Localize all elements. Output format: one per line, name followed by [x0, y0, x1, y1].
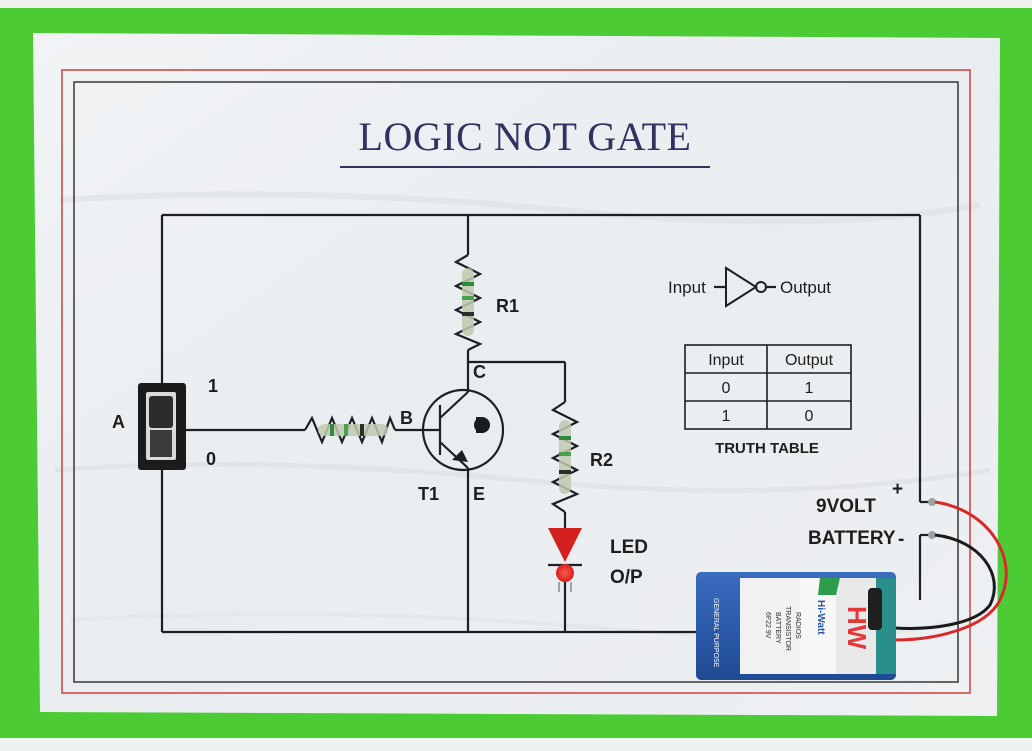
red-border [61, 69, 971, 694]
base-resistor [304, 414, 397, 446]
plus-sign: + [892, 479, 903, 500]
battery-side-text: GENERAL PURPOSE [712, 598, 719, 668]
tt-header-input: Input [708, 352, 744, 369]
transistor-name: T1 [418, 484, 439, 504]
r2-label: R2 [590, 450, 613, 470]
battery-end-text-2: BATTERY [774, 612, 781, 644]
battery-end-text-3: TRANSISTOR [784, 606, 791, 651]
led-label-2: O/P [610, 567, 643, 588]
board-title: LOGIC NOT GATE [359, 114, 692, 159]
transistor-t1 [421, 388, 505, 472]
tt-row1-input: 0 [722, 380, 731, 397]
tt-row1-output: 1 [805, 380, 814, 397]
tt-header-output: Output [785, 352, 834, 369]
led-label-1: LED [610, 537, 648, 558]
paper-sheet [33, 33, 1000, 716]
switch-position-1: 1 [208, 376, 218, 396]
battery-brand: HW [842, 606, 872, 650]
battery-label-1: 9VOLT [816, 496, 876, 517]
resistor-r1 [453, 254, 483, 351]
slide-switch[interactable] [138, 383, 186, 470]
battery-model: Hi-Watt [815, 600, 826, 635]
tt-row2-input: 1 [722, 408, 731, 425]
switch-label: A [112, 412, 125, 432]
tt-row2-output: 0 [805, 408, 814, 425]
truth-table [684, 344, 852, 430]
gate-output-label: Output [780, 278, 831, 297]
minus-sign: - [898, 529, 904, 550]
resistor-r2 [550, 401, 580, 513]
terminal-e: E [473, 484, 485, 504]
switch-position-0: 0 [206, 449, 216, 469]
battery-label-2: BATTERY [808, 528, 896, 549]
red-lead [894, 500, 1008, 642]
battery-end-text-1: 6F22 9V [764, 612, 771, 639]
black-lead [894, 533, 996, 630]
battery-end-text-4: RADIOS [794, 612, 801, 639]
black-border [73, 81, 959, 683]
battery-9v [696, 572, 896, 680]
led-output [548, 528, 582, 592]
circuit-wires [160, 213, 932, 634]
not-gate-icon [714, 266, 776, 308]
r1-label: R1 [496, 296, 519, 316]
terminal-b: B [400, 408, 413, 428]
gate-input-label: Input [668, 278, 706, 297]
terminal-c: C [473, 362, 486, 382]
tt-caption: TRUTH TABLE [715, 440, 819, 457]
